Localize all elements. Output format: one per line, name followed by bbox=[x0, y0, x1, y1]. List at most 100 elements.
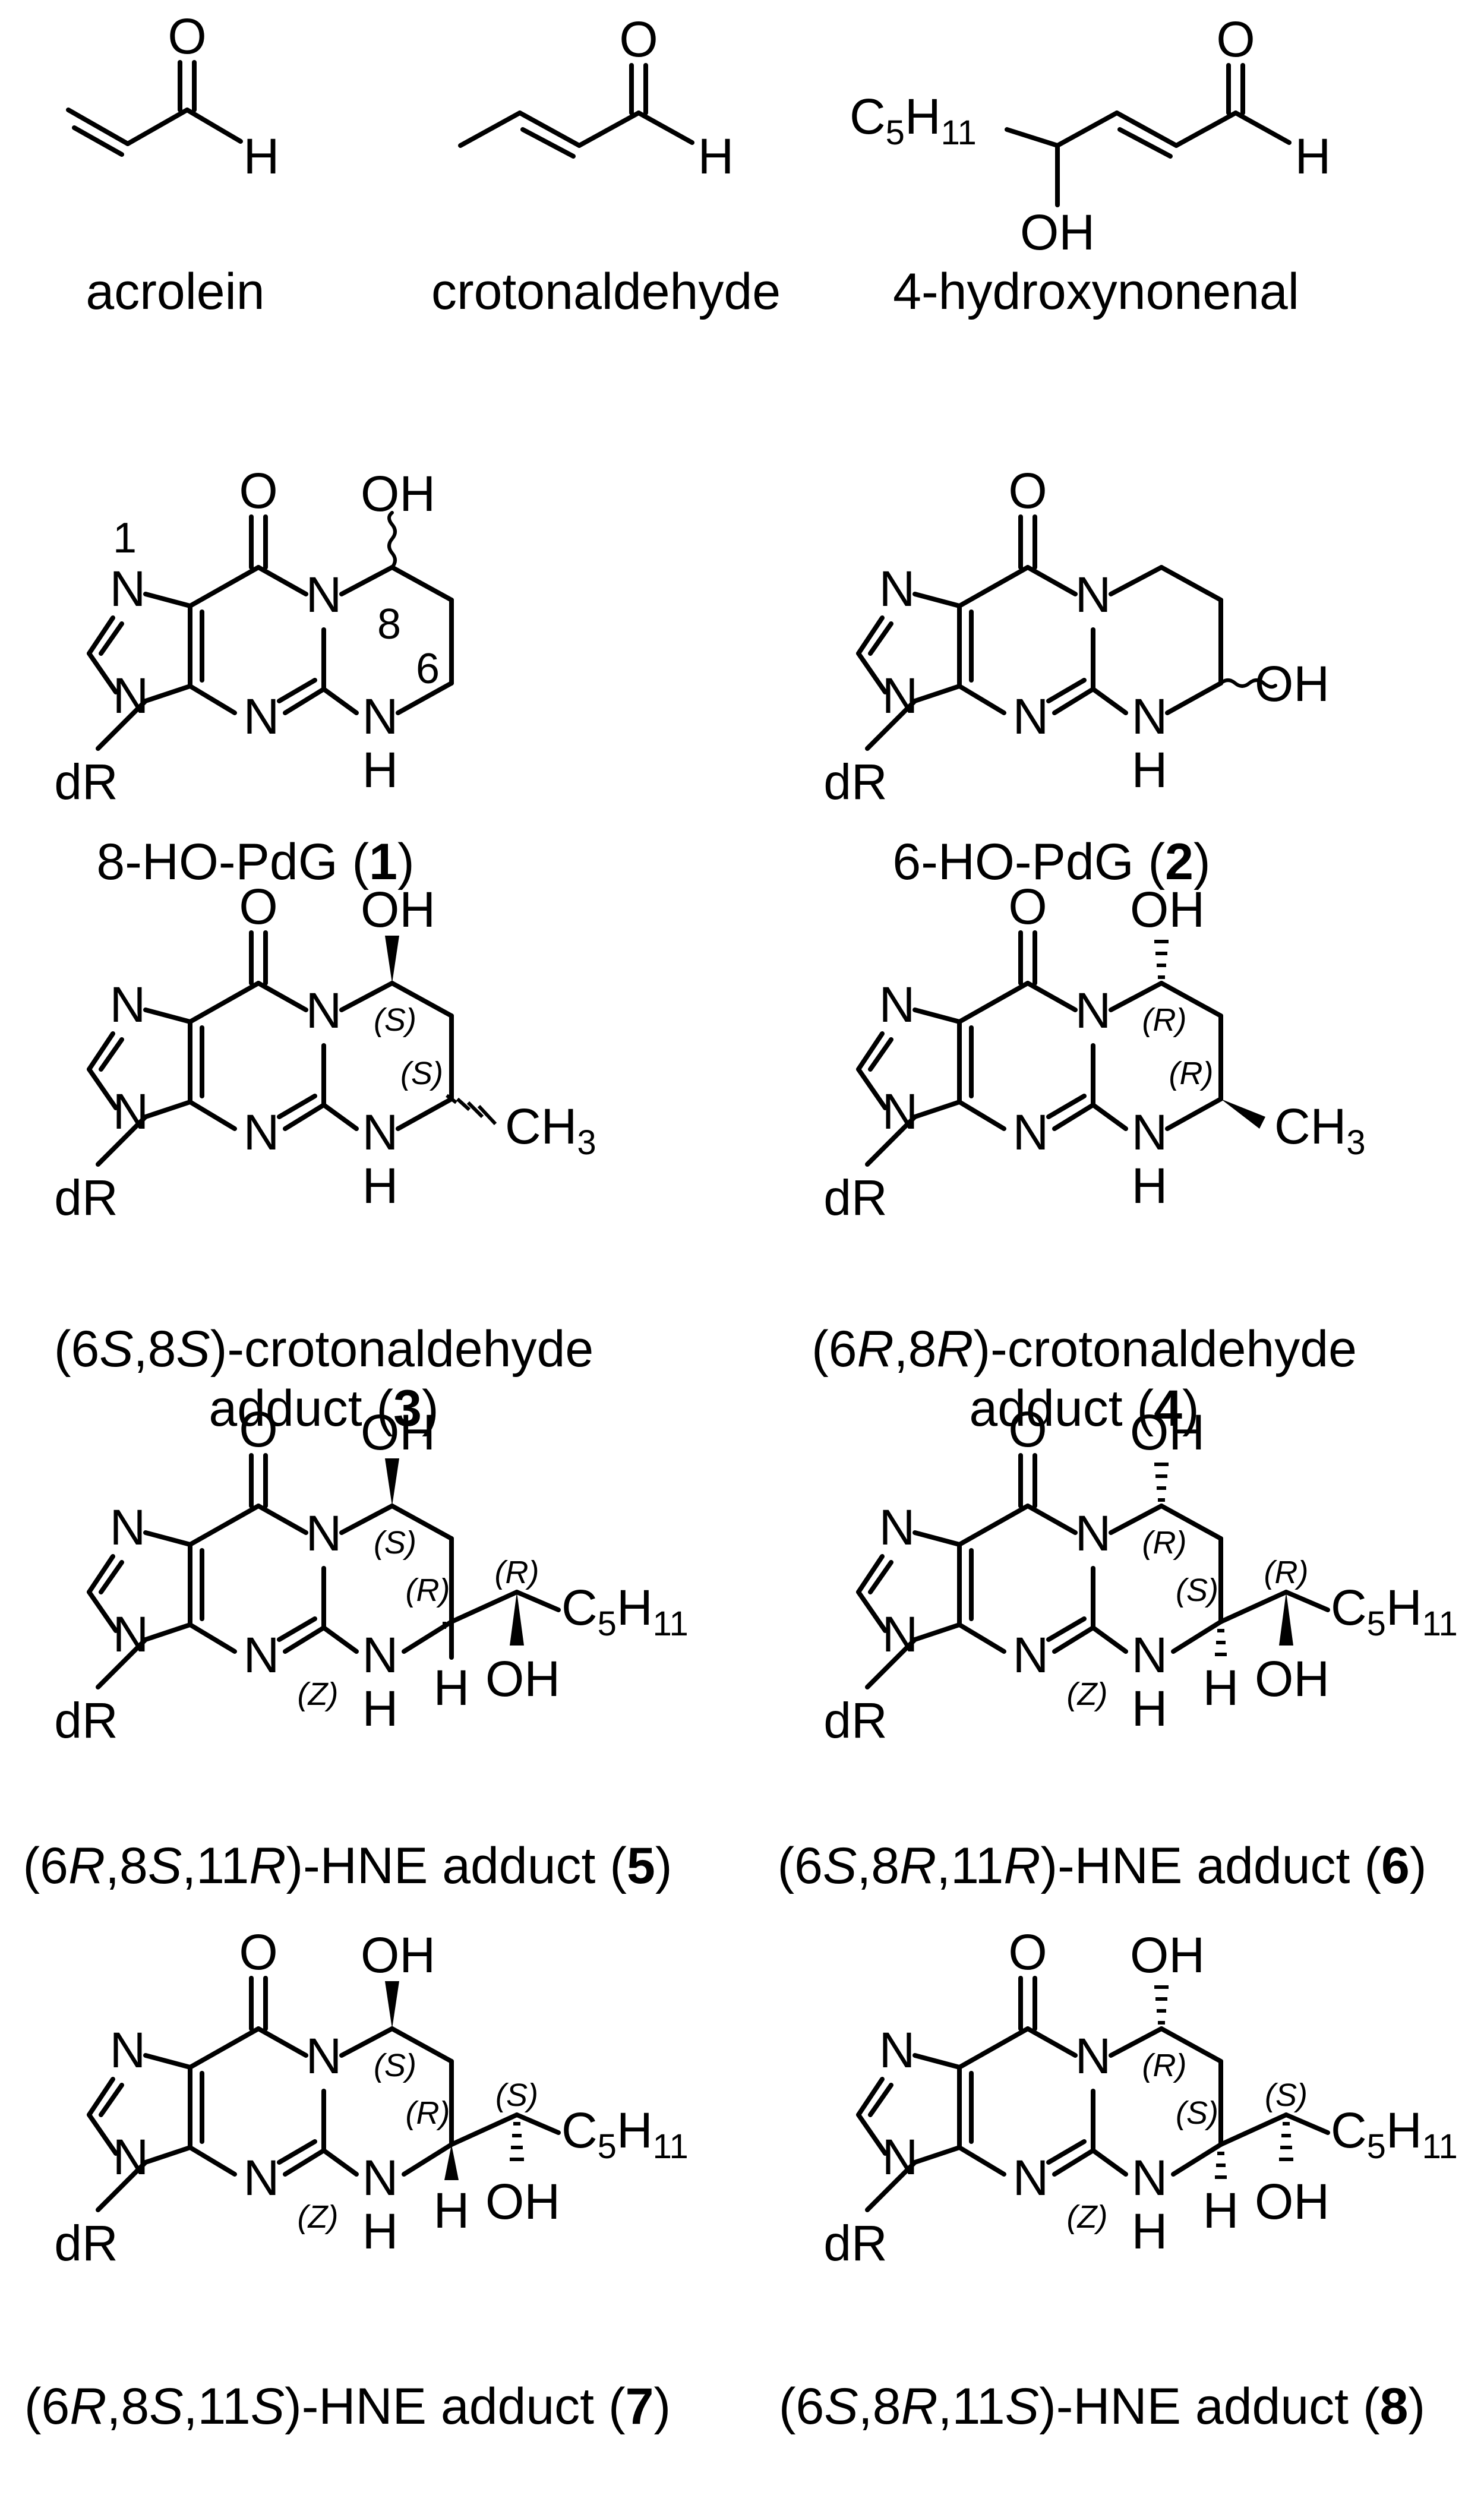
compound-7: O OH N N N N N H H OH C5H11 dR (S) (R) (… bbox=[24, 1924, 689, 2435]
c7-side-hydroxyl: OH bbox=[485, 2174, 560, 2229]
crotonaldehyde-structure: O H crotonaldehyde bbox=[431, 11, 781, 320]
hne-structure: C5H11 O H OH 4-hydroxynonenal bbox=[850, 11, 1331, 320]
c8-nh-h: H bbox=[1132, 2203, 1168, 2259]
compound-2-caption: 6-HO-PdG (2) bbox=[892, 833, 1210, 890]
hne-hydroxyl: OH bbox=[1020, 204, 1095, 260]
c1-carbonyl-oxygen: O bbox=[239, 463, 277, 519]
hne-label: 4-hydroxynonenal bbox=[893, 263, 1299, 320]
acrolein-structure: O H acrolein bbox=[66, 8, 279, 320]
c3-n9: N bbox=[113, 1084, 149, 1139]
c5-nh-h: H bbox=[362, 1681, 399, 1736]
c7-hydroxyl: OH bbox=[361, 1927, 435, 1983]
c8-n1: N bbox=[1075, 2028, 1112, 2084]
compound-6: O OH N N N N N H H OH C5H11 dR (R) (S) (… bbox=[778, 1401, 1458, 1894]
c1-position-1: 1 bbox=[113, 514, 137, 562]
c8-hydroxyl: OH bbox=[1130, 1927, 1205, 1983]
hne-c5h11: C5H11 bbox=[850, 89, 977, 152]
c5-n9: N bbox=[113, 1606, 149, 1662]
compound-7-caption: (6R,8S,11S)-HNE adduct (7) bbox=[24, 2378, 671, 2435]
c1-hydroxyl: OH bbox=[361, 466, 435, 522]
c5-c6-hydrogen: H bbox=[434, 1660, 470, 1716]
c4-carbonyl-oxygen: O bbox=[1008, 879, 1047, 934]
c7-n7: N bbox=[110, 2022, 146, 2078]
c4-n7: N bbox=[879, 977, 915, 1032]
c6-n1: N bbox=[1075, 1505, 1112, 1561]
c7-c8-config: (S) bbox=[374, 2048, 416, 2083]
c6-c6-config: (S) bbox=[1176, 1572, 1218, 1608]
acrolein-oxygen: O bbox=[168, 8, 206, 64]
c1-nh-n: N bbox=[362, 689, 399, 744]
c1-n1: N bbox=[306, 567, 342, 623]
c2-deoxyribose: dR bbox=[823, 754, 887, 810]
c7-c5h11: C5H11 bbox=[561, 2102, 689, 2166]
c1-n7: N bbox=[110, 561, 146, 617]
c7-c11-config: (S) bbox=[495, 2077, 538, 2113]
c3-nh-n: N bbox=[362, 1104, 399, 1160]
c8-side-hydroxyl: OH bbox=[1255, 2174, 1330, 2229]
c5-hydroxyl: OH bbox=[361, 1404, 435, 1460]
c3-hydroxyl: OH bbox=[361, 882, 435, 937]
c5-z-config: (Z) bbox=[298, 1676, 339, 1712]
c2-n7: N bbox=[879, 561, 915, 617]
compound-4-caption-line2: adduct (4) bbox=[969, 1380, 1199, 1437]
c6-c6-hydrogen: H bbox=[1203, 1660, 1239, 1716]
c7-c6-hydrogen: H bbox=[434, 2183, 470, 2238]
c5-nh-n: N bbox=[362, 1627, 399, 1683]
c4-deoxyribose: dR bbox=[823, 1170, 887, 1226]
c7-n1: N bbox=[306, 2028, 342, 2084]
c3-n1: N bbox=[306, 983, 342, 1038]
c6-z-config: (Z) bbox=[1067, 1676, 1108, 1712]
c5-carbonyl-oxygen: O bbox=[239, 1401, 277, 1457]
compound-3-caption-line1: (6S,8S)-crotonaldehyde bbox=[54, 1321, 593, 1378]
c6-n9: N bbox=[882, 1606, 918, 1662]
c5-n3: N bbox=[244, 1627, 280, 1683]
compound-6-caption: (6S,8R,11R)-HNE adduct (6) bbox=[778, 1837, 1427, 1894]
c5-n7: N bbox=[110, 1499, 146, 1555]
c2-n1: N bbox=[1075, 567, 1112, 623]
c6-deoxyribose: dR bbox=[823, 1692, 887, 1748]
c3-c8-config: (S) bbox=[374, 1002, 416, 1038]
c3-deoxyribose: dR bbox=[54, 1170, 118, 1226]
crotonaldehyde-hydrogen: H bbox=[698, 128, 734, 184]
c4-methyl: CH3 bbox=[1274, 1098, 1366, 1162]
c4-nh-n: N bbox=[1132, 1104, 1168, 1160]
c8-c6-hydrogen: H bbox=[1203, 2183, 1239, 2238]
hne-aldehyde-oxygen: O bbox=[1216, 11, 1255, 67]
c5-c6-config: (R) bbox=[406, 1572, 450, 1608]
c6-carbonyl-oxygen: O bbox=[1008, 1401, 1047, 1457]
c1-n3: N bbox=[244, 689, 280, 744]
c4-c6-config: (R) bbox=[1169, 1056, 1214, 1091]
compound-3-caption-line2: adduct (3) bbox=[209, 1380, 438, 1437]
c2-n9: N bbox=[882, 668, 918, 724]
compound-2: O N N N N N H OH dR 6-HO-PdG (2) bbox=[823, 463, 1330, 890]
compound-5-caption: (6R,8S,11R)-HNE adduct (5) bbox=[23, 1837, 672, 1894]
c4-nh-h: H bbox=[1132, 1158, 1168, 1214]
c8-deoxyribose: dR bbox=[823, 2215, 887, 2271]
hne-aldehyde-hydrogen: H bbox=[1295, 128, 1331, 184]
c4-c8-config: (R) bbox=[1142, 1002, 1187, 1038]
c2-hydroxyl: OH bbox=[1255, 656, 1330, 712]
c3-nh-h: H bbox=[362, 1158, 399, 1214]
c8-n9: N bbox=[882, 2129, 918, 2185]
compound-3: O OH N N N N N H CH3 dR (S) (S) (6S,8S)-… bbox=[54, 879, 596, 1437]
c8-n7: N bbox=[879, 2022, 915, 2078]
c3-methyl: CH3 bbox=[505, 1098, 596, 1162]
c1-position-6: 6 bbox=[416, 645, 440, 693]
c6-n7: N bbox=[879, 1499, 915, 1555]
c6-c11-config: (R) bbox=[1264, 1555, 1309, 1590]
c7-carbonyl-oxygen: O bbox=[239, 1924, 277, 1980]
c3-carbonyl-oxygen: O bbox=[239, 879, 277, 934]
c5-c11-config: (R) bbox=[495, 1555, 539, 1590]
c5-side-hydroxyl: OH bbox=[485, 1651, 560, 1707]
c2-carbonyl-oxygen: O bbox=[1008, 463, 1047, 519]
c2-nh-h: H bbox=[1132, 742, 1168, 798]
c3-c6-config: (S) bbox=[400, 1056, 443, 1091]
c7-c6-config: (R) bbox=[406, 2095, 450, 2131]
compound-5: O OH N N N N N H H OH C5H11 dR (S) (R) (… bbox=[23, 1401, 689, 1894]
c5-c8-config: (S) bbox=[374, 1525, 416, 1561]
c6-nh-n: N bbox=[1132, 1627, 1168, 1683]
c4-n9: N bbox=[882, 1084, 918, 1139]
c7-n9: N bbox=[113, 2129, 149, 2185]
c7-deoxyribose: dR bbox=[54, 2215, 118, 2271]
